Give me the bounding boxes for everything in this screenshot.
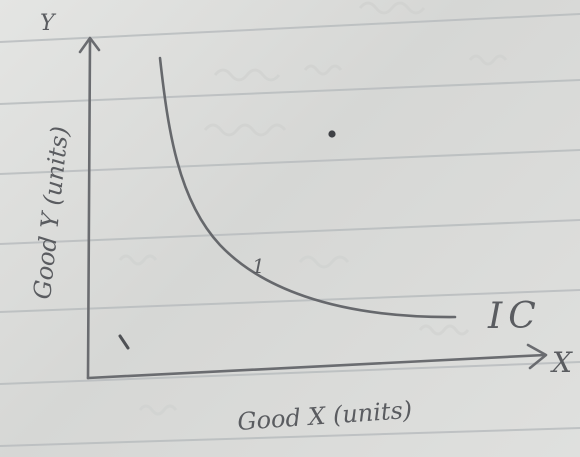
ruled-line [0,79,580,105]
ruled-line [0,219,580,245]
y-axis-arrowhead [78,36,101,54]
y-axis-label: Good Y (units) [28,125,74,301]
y-axis-tip-label: Y [40,11,57,36]
x-axis-tip-label: X [550,346,573,379]
x-axis-arrowhead [526,343,548,370]
point-label: 1 [252,254,265,278]
x-axis-label: Good X (units) [236,396,413,436]
show-through-texture [118,1,508,416]
ruled-lines [0,13,580,447]
dot-mark [328,130,336,138]
x-axis-line [86,353,547,380]
x-axis [86,343,548,380]
ruled-line [0,289,580,313]
y-axis [78,36,101,380]
y-axis-line [86,38,92,380]
ruled-line [0,13,580,43]
curve-label: IC [487,296,542,337]
origin-mark [118,334,130,350]
ruled-line [0,427,580,447]
indifference-curve [158,56,457,319]
ruled-line [0,149,580,175]
ruled-line [0,361,580,385]
